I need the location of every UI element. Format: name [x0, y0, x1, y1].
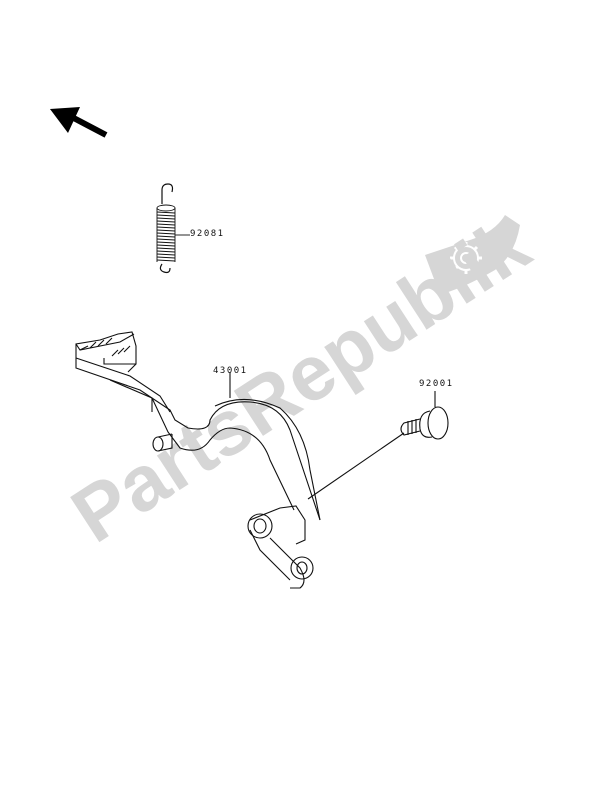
- bolt-drawing: [307, 391, 449, 500]
- arrow-up-left-icon: [50, 107, 108, 138]
- brake-pedal-drawing: [75, 331, 321, 589]
- spring-drawing: [156, 183, 190, 274]
- part-number-pedal[interactable]: 43001: [213, 366, 248, 376]
- gear-icon: [450, 242, 482, 274]
- part-number-spring[interactable]: 92081: [190, 229, 225, 239]
- part-number-bolt[interactable]: 92001: [419, 379, 454, 389]
- watermark-flag: [425, 215, 520, 295]
